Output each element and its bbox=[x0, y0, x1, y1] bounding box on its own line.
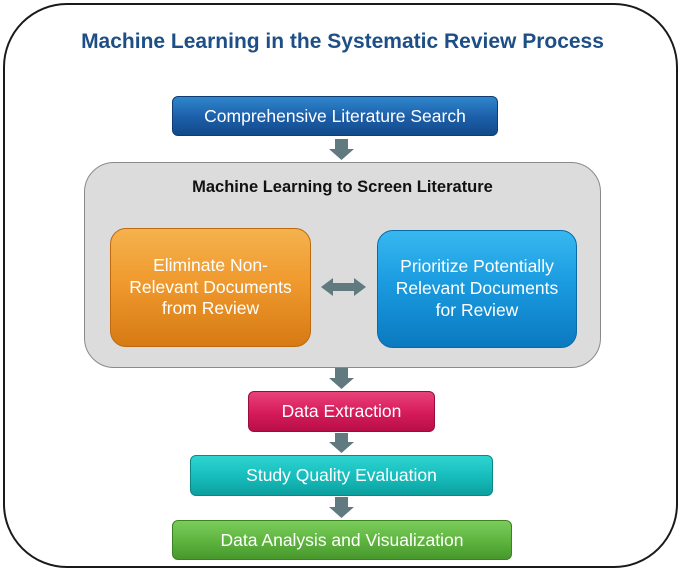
step-literature-search: Comprehensive Literature Search bbox=[172, 96, 498, 136]
diagram-title: Machine Learning in the Systematic Revie… bbox=[81, 30, 604, 53]
outer-frame bbox=[3, 3, 678, 568]
step-prioritize-documents: Prioritize Potentially Relevant Document… bbox=[377, 230, 577, 348]
step-quality-evaluation: Study Quality Evaluation bbox=[190, 455, 493, 496]
screening-panel-title: Machine Learning to Screen Literature bbox=[192, 178, 493, 196]
step-data-analysis: Data Analysis and Visualization bbox=[172, 520, 512, 560]
step-data-extraction: Data Extraction bbox=[248, 391, 435, 432]
step-eliminate-documents: Eliminate Non-Relevant Documents from Re… bbox=[110, 228, 311, 347]
